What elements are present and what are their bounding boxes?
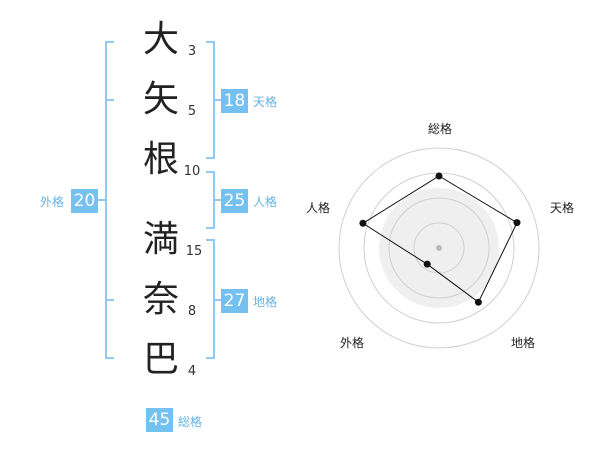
stroke-count-3: 10	[183, 164, 201, 179]
radar-point-chikaku	[474, 298, 482, 306]
radar-label-jinkaku: 人格	[306, 201, 331, 215]
jinkaku-score: 25	[221, 189, 248, 213]
radar-point-tenkaku	[513, 219, 521, 227]
radar-label-soukaku: 総格	[428, 122, 453, 136]
name-char-4: 満	[142, 219, 179, 260]
name-char-5: 奈	[142, 279, 179, 320]
chikaku-score: 27	[221, 289, 248, 313]
stroke-count-2: 5	[187, 104, 197, 119]
stroke-count-6: 4	[187, 364, 197, 379]
radar-point-gaikaku	[423, 260, 431, 268]
radar-label-gaikaku: 外格	[340, 336, 365, 350]
soukaku-score: 45	[146, 408, 173, 432]
jinkaku-bracket	[206, 171, 222, 229]
tenkaku-score: 18	[221, 89, 248, 113]
jinkaku-label: 人格	[253, 195, 278, 209]
radar-point-soukaku	[435, 172, 443, 180]
stroke-count-5: 8	[187, 304, 197, 319]
radar-grid-ring	[338, 147, 540, 349]
name-char-6: 巴	[142, 339, 179, 380]
stroke-count-4: 15	[185, 244, 203, 259]
radar-point-jinkaku	[359, 219, 367, 227]
stroke-count-1: 3	[187, 44, 197, 59]
chikaku-bracket	[206, 239, 222, 359]
name-char-3: 根	[142, 139, 179, 180]
tenkaku-bracket	[206, 41, 222, 159]
gaikaku-label: 外格	[40, 195, 65, 209]
tenkaku-label: 天格	[253, 95, 278, 109]
name-char-2: 矢	[142, 79, 179, 120]
gaikaku-score: 20	[71, 189, 98, 213]
radar-label-tenkaku: 天格	[550, 201, 575, 215]
radar-center	[436, 245, 442, 251]
gaikaku-bracket	[98, 41, 114, 359]
radar-label-chikaku: 地格	[511, 336, 536, 350]
name-char-1: 大	[142, 19, 179, 60]
chikaku-label: 地格	[253, 295, 278, 309]
radar-polygon	[361, 175, 518, 303]
soukaku-label: 総格	[178, 415, 203, 429]
radar-grid-ring	[388, 197, 490, 299]
